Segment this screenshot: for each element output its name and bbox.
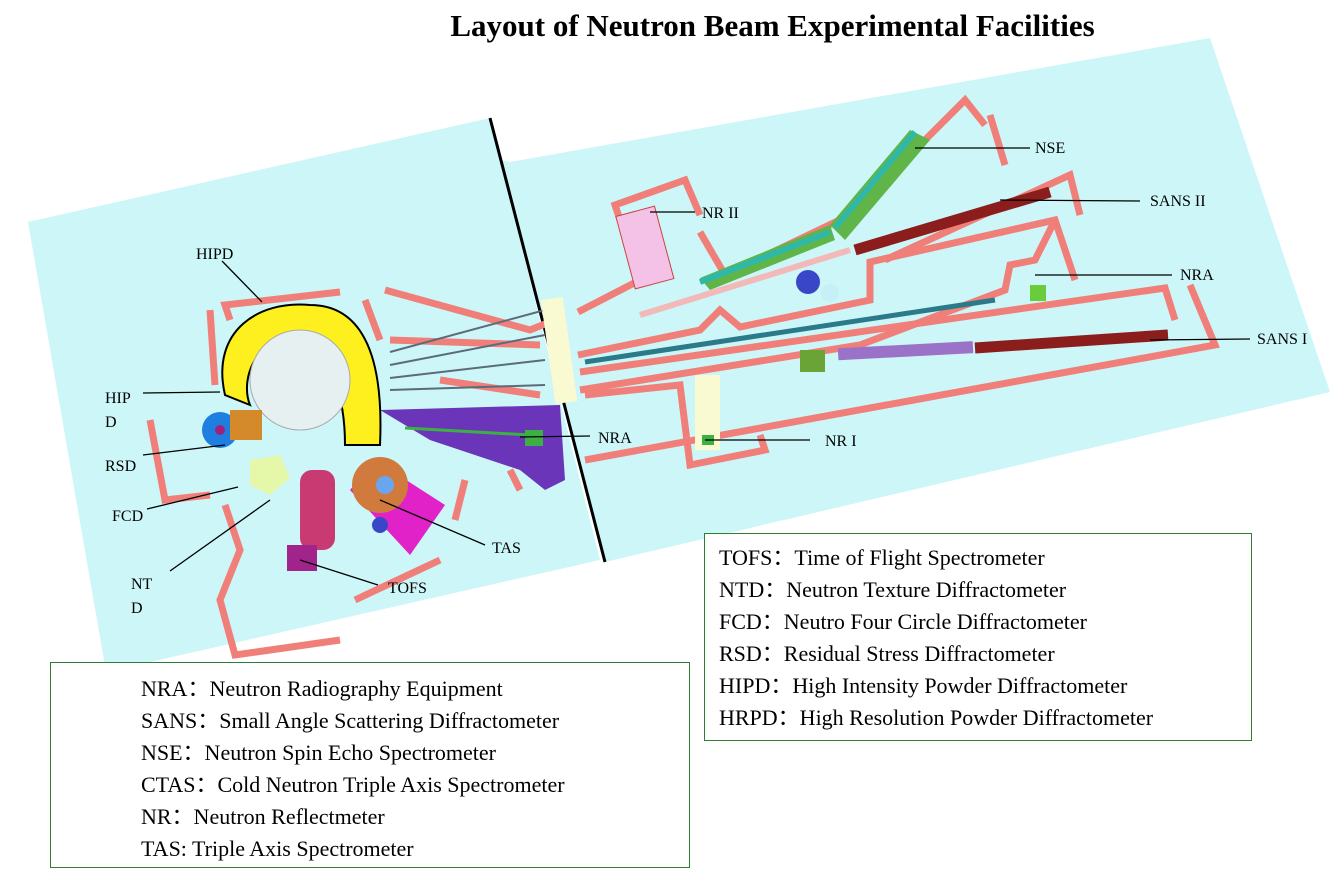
ctas-detector <box>821 284 839 302</box>
label-nr2: NR II <box>702 205 739 222</box>
label-hipd-line1: HIP <box>105 390 131 407</box>
tofs-detector <box>287 545 317 571</box>
label-tofs: TOFS <box>388 580 427 597</box>
beam-guide <box>584 297 996 365</box>
sans2-instrument <box>853 186 1052 256</box>
nra-right-instrument <box>1030 285 1046 301</box>
nra-beam-line <box>404 426 531 437</box>
legend-item: HIPD：High Intensity Powder Diffractomete… <box>719 673 1128 698</box>
legend-right: TOFS：Time of Flight Spectrometer NTD：Neu… <box>704 533 1252 741</box>
rsd-sample <box>215 425 225 435</box>
label-ntd-line2: D <box>131 600 143 617</box>
leader-lines <box>142 147 1251 586</box>
label-nr1: NR I <box>825 433 857 450</box>
nr2-instrument <box>615 205 675 290</box>
beam-guide-pink <box>639 247 851 318</box>
beam-guides-left <box>389 309 546 391</box>
nra-beam-duct <box>380 405 565 490</box>
label-tas: TAS <box>492 540 521 557</box>
rsd-monochromator <box>230 410 262 440</box>
legend-item: CTAS：Cold Neutron Triple Axis Spectromet… <box>141 772 565 797</box>
legend-item: RSD：Residual Stress Diffractometer <box>719 641 1055 666</box>
label-nra-left: NRA <box>598 430 632 447</box>
legend-item: NSE：Neutron Spin Echo Spectrometer <box>141 740 496 765</box>
sans1-instrument <box>974 329 1169 354</box>
legend-item: SANS：Small Angle Scattering Diffractomet… <box>141 708 560 733</box>
label-hipd-line2: D <box>105 414 117 431</box>
legend-item: HRPD：High Resolution Powder Diffractomet… <box>719 705 1154 730</box>
nse-instrument <box>698 130 930 290</box>
legend-item: NRA：Neutron Radiography Equipment <box>141 676 503 701</box>
legend-item: TAS: Triple Axis Spectrometer <box>141 836 414 861</box>
label-sans2: SANS II <box>1150 193 1206 210</box>
sans1-velocity-selector <box>800 350 825 372</box>
label-rsd: RSD <box>105 458 136 475</box>
reactor-pool <box>249 329 351 431</box>
legend-item: NTD：Neutron Texture Diffractometer <box>719 577 1067 602</box>
right-hall-floor <box>500 38 1330 562</box>
label-hipd: HIPD <box>196 246 233 263</box>
tas-sample <box>376 476 394 494</box>
fcd-instrument <box>250 455 290 495</box>
guide-hall-entrance <box>540 296 578 405</box>
legend-item: NR：Neutron Reflectmeter <box>141 804 385 829</box>
page-title: Layout of Neutron Beam Experimental Faci… <box>450 8 1095 43</box>
label-nra-right: NRA <box>1180 267 1214 284</box>
tas-detector <box>372 517 388 533</box>
legend-left: NRA：Neutron Radiography Equipment SANS：S… <box>50 662 690 868</box>
label-ntd-line1: NT <box>131 576 153 593</box>
legend-item: FCD：Neutro Four Circle Diffractometer <box>719 609 1088 634</box>
legend-item: TOFS：Time of Flight Spectrometer <box>719 545 1045 570</box>
tofs-instrument <box>300 470 335 550</box>
label-fcd: FCD <box>112 508 143 525</box>
nra-left-camera <box>525 430 543 446</box>
sans1-collimator <box>837 341 974 361</box>
label-sans1: SANS I <box>1257 331 1307 348</box>
label-nse: NSE <box>1035 140 1065 157</box>
ctas-instrument <box>796 270 820 294</box>
